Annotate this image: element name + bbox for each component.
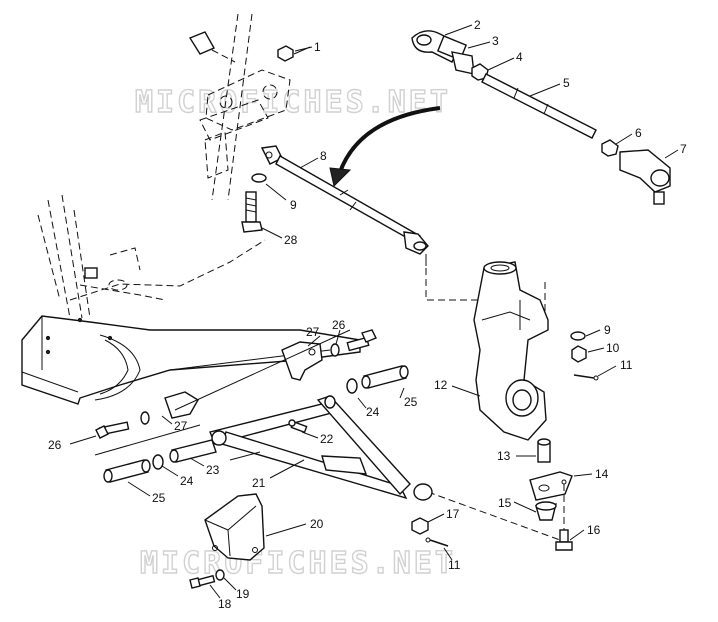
callout-6: 6 — [635, 126, 642, 140]
callout-5: 5 — [563, 76, 570, 90]
callout-11-right: 11 — [620, 358, 633, 372]
plate-14 — [529, 471, 573, 501]
callout-28: 28 — [284, 233, 298, 247]
steering-post — [188, 13, 291, 201]
bolt-28 — [241, 191, 263, 233]
washer-9-right — [570, 331, 586, 341]
washer-27-lower — [140, 411, 150, 425]
a-arm-21 — [209, 395, 433, 501]
bushing-24-lower — [152, 454, 164, 470]
nut-10 — [571, 345, 587, 363]
grease-fitting-22 — [288, 419, 308, 434]
bolt-18 — [189, 574, 216, 589]
callout-2: 2 — [474, 18, 481, 32]
guide-line-lower-row — [94, 424, 201, 456]
callout-24-upper: 24 — [366, 405, 380, 419]
washer-19 — [215, 569, 225, 581]
callout-25-lower: 25 — [152, 491, 166, 505]
callout-4: 4 — [516, 50, 523, 64]
cotter-pin-11-lower — [425, 537, 449, 547]
callout-26-upper: 26 — [332, 318, 346, 332]
rod-end-2 — [411, 30, 468, 63]
guide-line-mid — [229, 451, 261, 461]
bolt-13 — [537, 438, 551, 463]
callout-18: 18 — [218, 597, 232, 611]
callout-labels: 1 2 3 4 5 6 7 8 9 28 9 10 11 12 13 14 15… — [48, 18, 687, 611]
tie-rod-sleeve-5 — [481, 73, 597, 139]
callout-1: 1 — [314, 40, 321, 54]
callout-22: 22 — [320, 432, 334, 446]
steering-knuckle-12 — [473, 261, 549, 441]
castle-nut-17 — [411, 517, 429, 535]
callout-10: 10 — [606, 341, 620, 355]
callout-12: 12 — [434, 378, 448, 392]
washer-27-upper — [330, 343, 340, 357]
callout-9-right: 9 — [604, 323, 611, 337]
mount-bracket-lower — [164, 391, 199, 419]
watermark-bottom: MICROFICHES.NET — [140, 546, 456, 581]
clamp-bolt-head — [188, 31, 215, 55]
bolt-16 — [555, 529, 573, 551]
callout-25-upper: 25 — [404, 395, 418, 409]
callout-20: 20 — [310, 517, 324, 531]
callout-3: 3 — [492, 34, 499, 48]
bolt-26-lower — [95, 421, 130, 439]
callout-26-lower: 26 — [48, 438, 62, 452]
bushing-24-upper — [346, 378, 358, 394]
skid-plate-20 — [204, 493, 265, 561]
frame-crossmember — [21, 315, 361, 405]
pivot-tube-25-lower — [103, 459, 151, 483]
callout-23: 23 — [206, 463, 220, 477]
watermark-top: MICROFICHES.NET — [135, 85, 451, 120]
pivot-tube-25-upper — [361, 365, 409, 389]
frame-outline — [37, 194, 266, 319]
bolt-26-upper — [346, 329, 377, 352]
callout-27-upper: 27 — [306, 325, 320, 339]
ball-joint-15 — [535, 501, 557, 521]
callout-24-lower: 24 — [180, 474, 194, 488]
jam-nut-6 — [601, 139, 619, 157]
callout-7: 7 — [680, 142, 687, 156]
callout-21: 21 — [252, 476, 266, 490]
direction-arrow — [329, 106, 441, 187]
boot-3 — [451, 51, 475, 75]
callout-16: 16 — [587, 523, 601, 537]
guide-line-knuckle — [425, 268, 480, 301]
rod-end-7 — [619, 149, 671, 205]
tie-rod-8 — [260, 145, 429, 266]
guide-line-ball-joint — [427, 491, 561, 541]
cotter-pin-11-right — [573, 374, 599, 381]
mount-bracket-upper — [281, 341, 323, 381]
callout-13: 13 — [497, 449, 511, 463]
guide-line-upper-row — [174, 329, 351, 411]
washer-9-upper — [251, 173, 267, 183]
bushing-23 — [169, 439, 217, 463]
callout-8: 8 — [320, 149, 327, 163]
callout-19: 19 — [236, 587, 250, 601]
callout-14: 14 — [595, 467, 609, 481]
callout-27-lower: 27 — [174, 419, 188, 433]
leader-lines — [69, 24, 679, 599]
callout-17: 17 — [446, 507, 460, 521]
callout-9-upper: 9 — [290, 198, 297, 212]
callout-11-lower: 11 — [448, 558, 461, 572]
callout-15: 15 — [498, 496, 512, 510]
